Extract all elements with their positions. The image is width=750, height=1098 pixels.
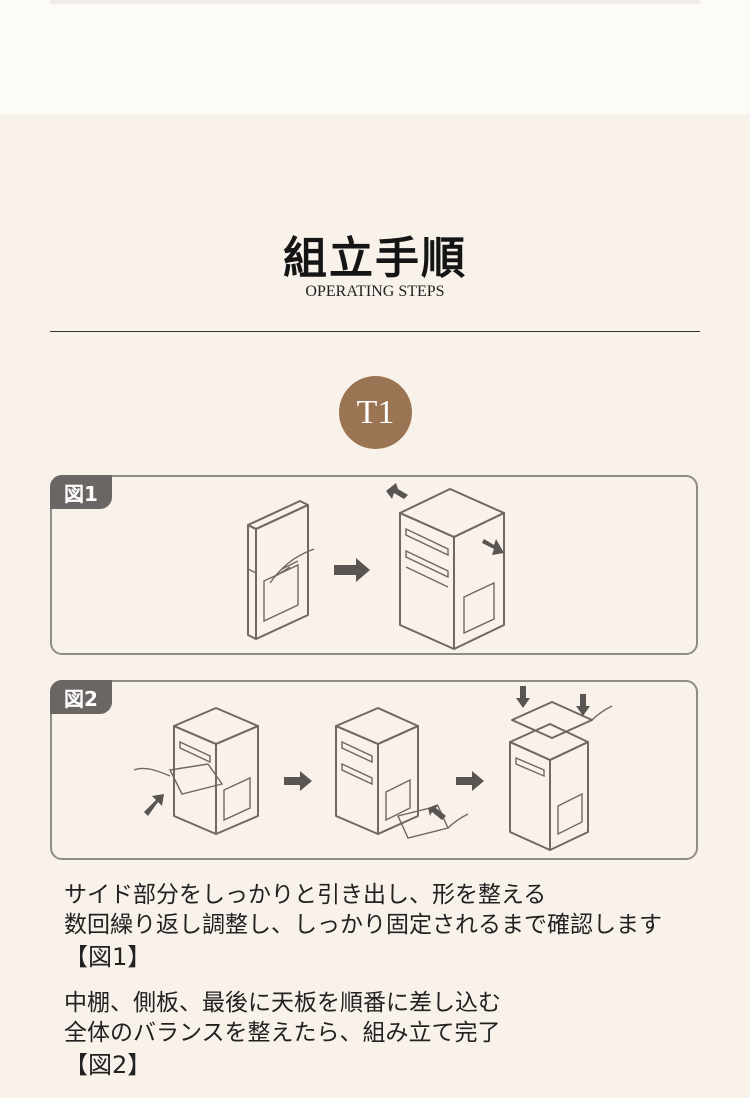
cabinet-side-panel-illustration: [335, 707, 469, 839]
figure-1-panel: 図1: [50, 475, 698, 655]
instruction-1-line-2: 数回繰り返し調整し、しっかり固定されるまで確認します: [64, 912, 662, 938]
instruction-2-line-1: 中棚、側板、最後に天板を順番に差し込む: [64, 990, 501, 1016]
opened-cabinet-illustration: [399, 488, 505, 650]
arrow-right-icon: [284, 771, 312, 791]
arrow-right-icon: [456, 771, 484, 791]
arrow-up-left-icon: [428, 804, 446, 820]
figure-2-tag: 図2: [50, 680, 112, 714]
folded-unit-illustration: [247, 500, 315, 640]
instruction-1-line-1: サイド部分をしっかりと引き出し、形を整える: [64, 882, 547, 908]
figure-2-panel: 図2: [50, 680, 698, 860]
cabinet-top-panel-illustration: [509, 686, 613, 851]
arrow-down-icon: [516, 686, 530, 708]
instruction-2-line-2: 全体のバランスを整えたら、組み立て完了: [64, 1020, 501, 1046]
step-badge: T1: [339, 376, 412, 449]
arrow-up-left-icon: [386, 483, 408, 499]
top-divider: [50, 0, 700, 4]
instruction-2-figure-ref: 【図2】: [64, 1051, 152, 1079]
figure-1-tag: 図1: [50, 475, 112, 509]
instruction-1-figure-ref: 【図1】: [64, 943, 152, 971]
instruction-1: サイド部分をしっかりと引き出し、形を整える 数回繰り返し調整し、しっかり固定され…: [64, 880, 724, 972]
arrow-up-right-icon: [144, 794, 164, 816]
page-subtitle: OPERATING STEPS: [305, 283, 445, 300]
cabinet-shelf-insert-illustration: [133, 707, 259, 835]
top-band: [0, 0, 750, 114]
arrow-down-right-icon: [482, 539, 504, 555]
arrow-right-icon: [334, 558, 370, 582]
figure-2-illustration: [133, 686, 613, 851]
header-divider: [50, 331, 700, 332]
instruction-2: 中棚、側板、最後に天板を順番に差し込む 全体のバランスを整えたら、組み立て完了 …: [64, 988, 724, 1080]
arrow-down-icon: [576, 694, 590, 716]
figure-1-illustration: [247, 483, 505, 650]
page-title: 組立手順: [283, 233, 467, 284]
